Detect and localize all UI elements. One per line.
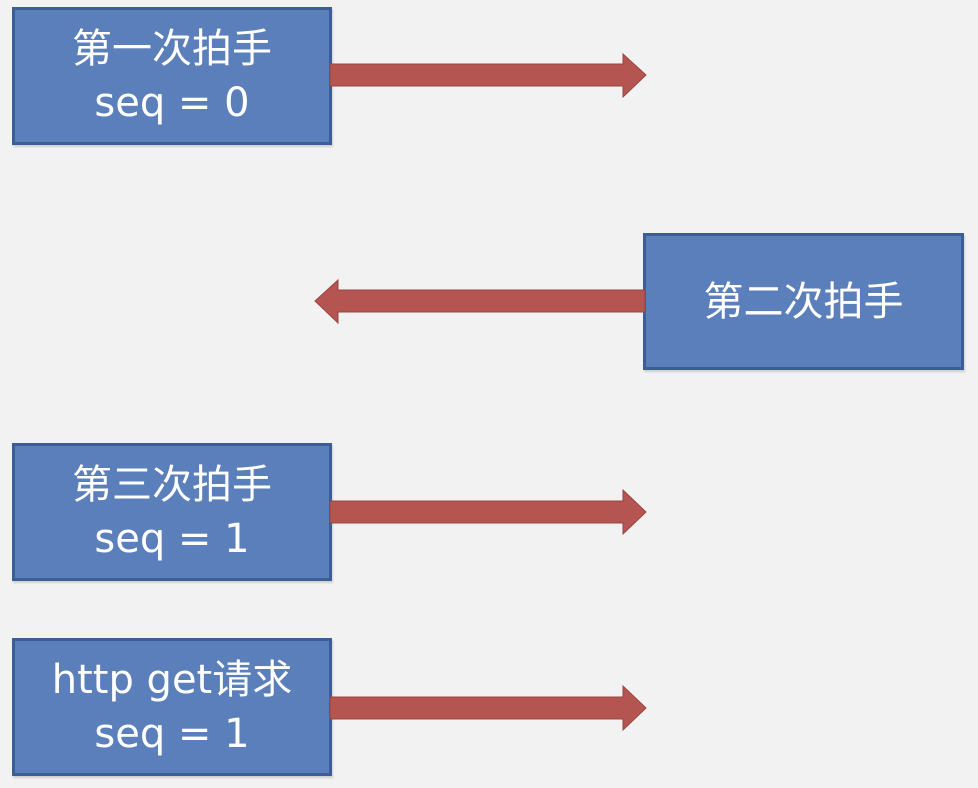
step-3-title: 第三次拍手 — [72, 462, 272, 508]
arrow-right-3 — [329, 488, 647, 536]
step-1-title: 第一次拍手 — [72, 26, 272, 72]
arrow-right-4 — [329, 684, 647, 732]
arrow-right-1 — [329, 52, 647, 99]
arrow-left-2 — [314, 278, 646, 325]
step-box-1: 第一次拍手 seq = 0 — [12, 7, 332, 145]
step-2-title: 第二次拍手 — [703, 278, 904, 325]
step-4-title: http get请求 — [51, 657, 293, 703]
step-box-4: http get请求 seq = 1 — [12, 638, 332, 776]
step-box-2: 第二次拍手 — [643, 233, 964, 370]
step-box-3: 第三次拍手 seq = 1 — [12, 443, 332, 581]
step-1-seq: seq = 0 — [94, 80, 250, 126]
step-4-seq: seq = 1 — [94, 711, 250, 757]
step-3-seq: seq = 1 — [94, 516, 250, 562]
